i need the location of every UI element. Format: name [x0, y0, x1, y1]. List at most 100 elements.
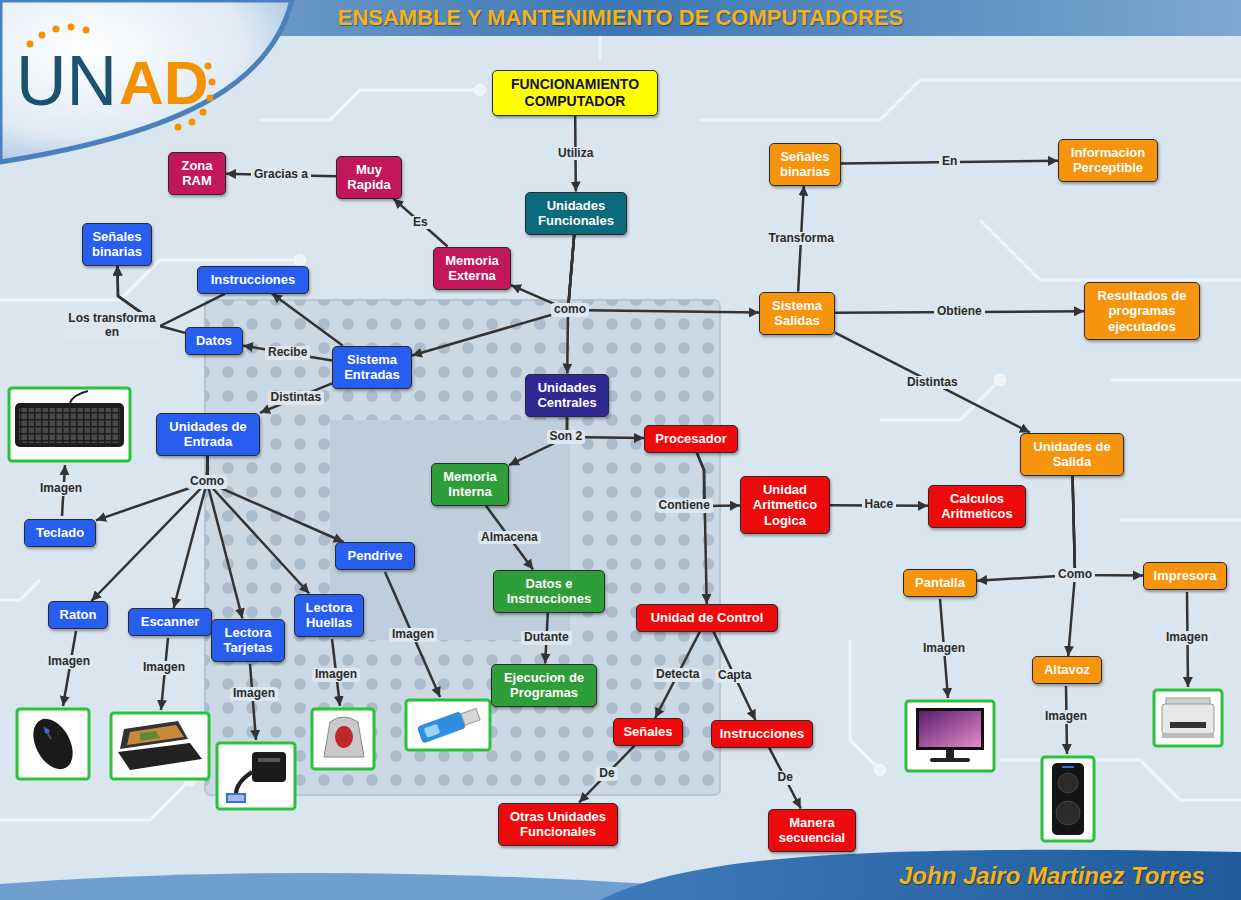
speaker-picture: [1042, 757, 1094, 841]
circuit-traces: [995, 375, 1005, 385]
image-label: Imagen: [312, 668, 360, 682]
connector: [568, 235, 759, 313]
box-text: Datos e Instrucciones: [500, 576, 598, 607]
connector-label: De: [774, 771, 795, 785]
connector: [243, 346, 332, 361]
box-text: Unidades Centrales: [532, 380, 602, 411]
monitor-picture: [916, 708, 984, 750]
circuit-traces: [0, 780, 190, 820]
concept-box: Resultados de programas ejecutados: [1084, 282, 1200, 341]
circuit-traces: [475, 85, 485, 95]
image-label: Imagen: [140, 661, 188, 675]
keyboard-picture: [15, 403, 124, 447]
fingerprint-reader-picture: [312, 709, 374, 769]
connector-label: Como: [1055, 568, 1095, 582]
concept-box: Señales binarias: [82, 223, 152, 266]
circuit-traces: [260, 90, 480, 120]
circuit-traces: [0, 580, 40, 600]
connector-label: Es: [410, 216, 431, 230]
printer-picture: [1154, 690, 1222, 746]
box-text: Sistema Salidas: [766, 298, 828, 329]
card-reader-picture: [236, 772, 252, 794]
monitor-picture: [930, 758, 970, 762]
connector-label: Dutante: [521, 631, 572, 645]
logo-dots: [53, 26, 60, 33]
image-label: Imagen: [37, 482, 85, 496]
connector-label: Como: [187, 475, 227, 489]
footer-band: [0, 873, 650, 900]
box-text: Unidad de Control: [643, 610, 771, 626]
printer-picture: [1170, 722, 1206, 728]
concept-box: Unidades de Salida: [1020, 433, 1124, 476]
connector-label: Gracias a: [251, 168, 311, 182]
pendrive-picture: [461, 708, 480, 725]
connector-label: Hace: [862, 498, 897, 512]
box-text: Zona RAM: [175, 158, 219, 189]
keyboard-picture: [19, 408, 120, 443]
mouse-picture: [25, 712, 80, 776]
mouse-picture: [17, 709, 89, 779]
box-text: Instrucciones: [718, 726, 806, 742]
circuit-traces: [0, 30, 1241, 820]
box-text: Señales binarias: [89, 229, 145, 260]
circuit-traces: [875, 765, 885, 775]
logo-text: UN: [16, 46, 117, 116]
box-text: Impresora: [1150, 568, 1220, 584]
box-text: Ejecucion de Programas: [498, 670, 590, 701]
box-text: Escanner: [135, 614, 205, 630]
connector: [412, 235, 574, 356]
box-text: Sistema Entradas: [339, 352, 405, 383]
speaker-picture: [1052, 763, 1084, 835]
circuit-traces: [850, 640, 880, 770]
pendrive-picture: [406, 700, 490, 750]
concept-box: Instrucciones: [197, 266, 309, 294]
connector-label: Recibe: [265, 346, 310, 360]
box-text: Instrucciones: [204, 272, 302, 288]
concept-box: Unidades Centrales: [525, 374, 609, 417]
concept-box: Lectora Tarjetas: [211, 619, 285, 662]
concept-box: Teclado: [24, 519, 96, 547]
keyboard-picture: [9, 388, 130, 461]
diagram-title: ENSAMBLE Y MANTENIMIENTO DE COMPUTADORES: [0, 5, 1241, 31]
circuit-traces: [1110, 379, 1241, 382]
circuit-traces: [980, 220, 1241, 280]
box-text: Pendrive: [342, 548, 408, 564]
box-text: FUNCIONAMIENTO COMPUTADOR: [499, 76, 651, 110]
connector-label: De: [596, 767, 617, 781]
image-label: Imagen: [45, 655, 93, 669]
connector-label: Transforma: [766, 232, 837, 246]
pendrive-picture: [406, 700, 490, 750]
chip-picture: [205, 300, 720, 795]
box-text: Altavoz: [1039, 662, 1095, 678]
connector: [1068, 476, 1075, 656]
concept-box: Pantalla: [903, 569, 977, 597]
box-text: Unidades de Salida: [1027, 439, 1117, 470]
image-leader-lines: [250, 664, 256, 740]
concept-box: Señales: [613, 718, 683, 746]
image-label: Imagen: [389, 628, 437, 642]
connector: [1073, 476, 1143, 576]
fingerprint-reader-picture: [324, 717, 364, 757]
connector: [697, 453, 707, 604]
connector: [714, 632, 756, 720]
logo-dots: [83, 27, 90, 34]
connector-label: Obtiene: [934, 305, 985, 319]
concept-box: Memoria Interna: [431, 463, 509, 506]
scanner-picture: [140, 731, 160, 741]
concept-box: Raton: [48, 601, 108, 629]
speaker-picture: [1056, 801, 1080, 825]
scanner-picture: [127, 725, 184, 745]
box-text: Señales: [620, 724, 676, 740]
concept-box: Procesador: [644, 425, 738, 453]
box-text: Informacion Perceptible: [1065, 145, 1151, 176]
concept-box: Calculos Aritmeticos: [928, 485, 1026, 528]
footer-band: [0, 850, 1241, 900]
box-text: Muy Rapida: [343, 162, 395, 193]
card-reader-picture: [217, 743, 295, 809]
concept-box: Otras Unidades Funcionales: [498, 803, 618, 846]
connector: [835, 333, 1030, 433]
connector: [260, 383, 332, 412]
card-reader-picture: [252, 752, 286, 782]
connector-label: Distintas: [268, 391, 325, 405]
